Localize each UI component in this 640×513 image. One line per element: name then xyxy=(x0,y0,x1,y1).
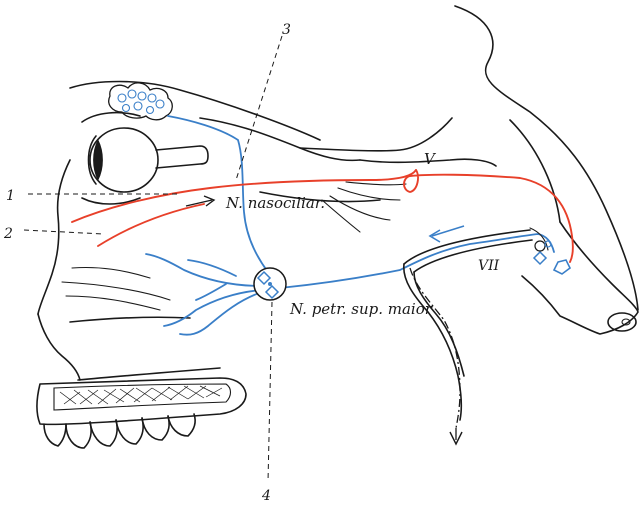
nasal-turbinate-1 xyxy=(62,282,170,300)
skull-outline xyxy=(38,6,638,380)
lens xyxy=(94,140,103,180)
leader-2 xyxy=(24,230,104,234)
label-3: 3 xyxy=(282,22,291,38)
label-4: 4 xyxy=(261,488,271,504)
nasal-profile xyxy=(38,160,70,314)
temporal-bone xyxy=(522,222,638,334)
neck-contour xyxy=(510,120,560,222)
path-to-nose xyxy=(146,254,262,286)
leader-4 xyxy=(268,302,272,482)
palate-line xyxy=(70,317,190,322)
label-1: 1 xyxy=(6,188,15,204)
label-2: 2 xyxy=(3,226,13,242)
arrow-left-icon xyxy=(430,226,464,242)
teeth xyxy=(44,414,195,448)
optic-nerve xyxy=(156,146,208,168)
pterygopalatine-ganglion xyxy=(254,268,286,300)
mandible xyxy=(37,378,246,448)
lower-face xyxy=(38,314,80,380)
nasal-turbinate-3 xyxy=(72,267,150,278)
lacrimal-gland xyxy=(109,83,173,120)
nasal-turbinate-2 xyxy=(66,296,160,310)
path-branch-b xyxy=(188,260,236,276)
path-to-palate xyxy=(164,290,262,326)
leader-3 xyxy=(236,36,282,180)
label-nerve-vii: VII xyxy=(478,258,500,274)
orbit-roof xyxy=(200,118,360,160)
label-nasociliar: N. nasociliar. xyxy=(225,194,325,212)
label-nerve-v: V xyxy=(424,150,437,168)
red-branch xyxy=(98,204,204,246)
leader-lines xyxy=(24,36,282,482)
fossa-rays-1 xyxy=(322,200,360,232)
spongy-bone-pattern xyxy=(60,386,222,404)
facial-nerve-vii xyxy=(404,230,532,444)
label-petr-sup-maior: N. petr. sup. maior xyxy=(289,300,433,318)
skull-base-line xyxy=(300,118,452,151)
fossa-rays-2 xyxy=(330,196,390,220)
fossa-rays-4 xyxy=(346,182,406,185)
fossa-rays-3 xyxy=(338,188,400,200)
